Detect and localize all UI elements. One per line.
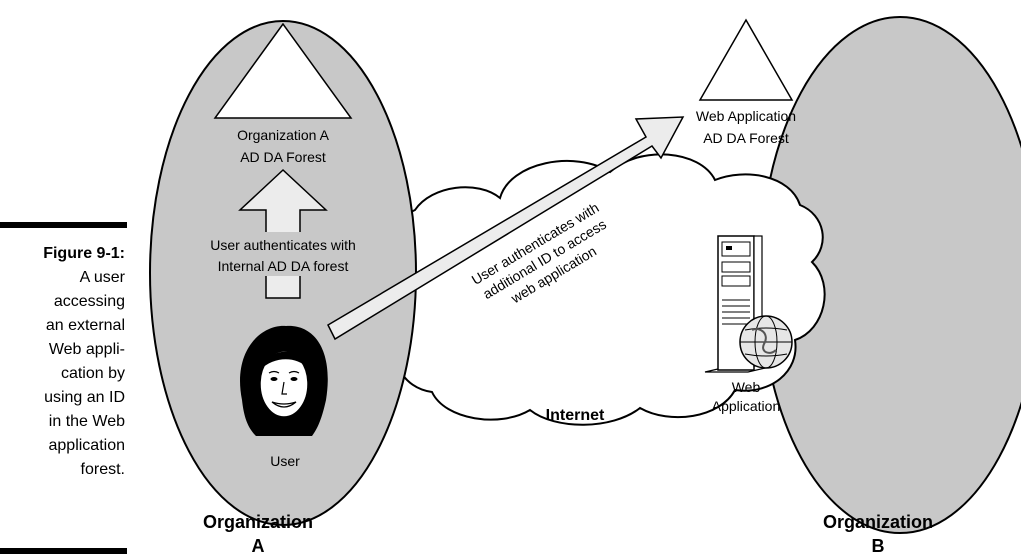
org-b-name: B: [872, 536, 885, 556]
caption-line: in the Web: [48, 413, 125, 430]
web-app-forest-label: AD DA Forest: [703, 130, 789, 146]
web-app-forest-label: Web Application: [696, 108, 796, 124]
caption-line: accessing: [53, 293, 125, 310]
internal-auth-label: User authenticates with: [210, 237, 356, 253]
web-server-icon: [704, 235, 779, 373]
user-face-icon: [240, 325, 328, 436]
caption-line: cation by: [60, 365, 125, 382]
figure-caption: Figure 9-1: A user accessing an external…: [0, 242, 125, 482]
caption-line: an external: [45, 317, 125, 334]
external-auth-arrow-icon: [327, 116, 685, 341]
internal-auth-label: Internal AD DA forest: [218, 258, 349, 274]
caption-line: using an ID: [44, 389, 125, 406]
caption-line: Web appli-: [48, 341, 125, 358]
figure-label: Figure 9-1:: [43, 245, 125, 262]
caption-line: application: [48, 437, 126, 454]
web-application-label: Application: [712, 398, 781, 414]
org-a-forest-label: AD DA Forest: [240, 149, 326, 165]
org-a-name: A: [252, 536, 265, 556]
globe-icon: [739, 315, 793, 369]
web-application-label: Web: [732, 379, 761, 395]
internal-auth-label-backdrop: [190, 232, 376, 276]
web-app-forest-triangle-icon: [698, 18, 794, 101]
org-a-name: Organization: [203, 512, 313, 532]
internet-label: Internet: [546, 407, 605, 424]
user-label: User: [270, 453, 300, 469]
org-a-forest-triangle-icon: [213, 22, 353, 119]
org-b-name: Organization: [823, 512, 933, 532]
caption-top-rule: [0, 222, 127, 228]
caption-line: A user: [79, 269, 125, 286]
caption-bottom-rule: [0, 548, 127, 554]
caption-line: forest.: [80, 461, 125, 478]
org-a-forest-label: Organization A: [237, 127, 329, 143]
